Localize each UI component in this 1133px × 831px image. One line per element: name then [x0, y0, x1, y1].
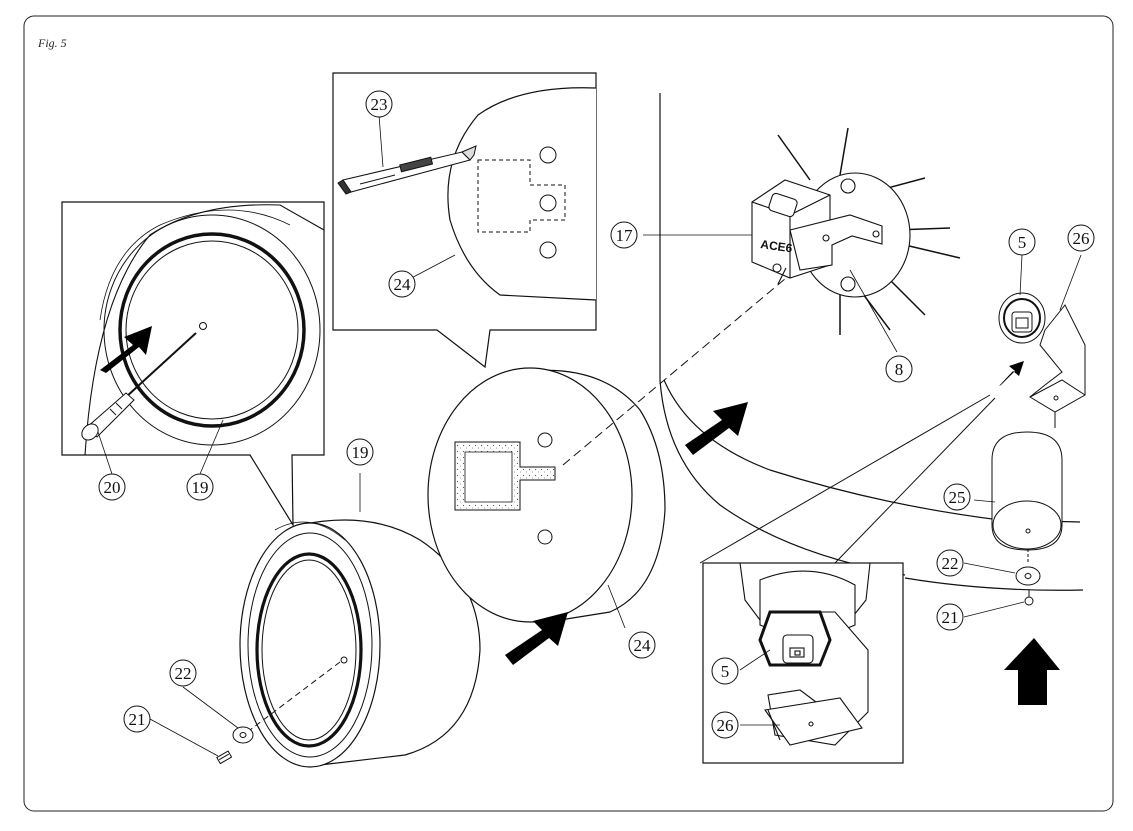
callout-22-left — [169, 659, 197, 687]
callout-label: 19 — [192, 478, 209, 497]
hole-icon — [539, 146, 557, 164]
callout-19 — [346, 438, 374, 466]
callout-label: 24 — [394, 275, 412, 294]
callout-label: 24 — [634, 636, 652, 655]
callout-label: 8 — [895, 360, 904, 379]
cap-rim — [118, 232, 306, 428]
hole-icon — [539, 194, 557, 212]
callout-label: 19 — [352, 443, 369, 462]
callout-20 — [98, 473, 126, 501]
callout-24-top — [388, 270, 416, 298]
sensor-top — [998, 254, 1046, 344]
insulation-disc-24 — [427, 367, 666, 629]
callout-26-inset — [711, 711, 739, 739]
callout-5-top — [1008, 228, 1036, 256]
callout-25 — [943, 483, 971, 511]
callout-21-left — [123, 705, 151, 733]
up-arrow-icon — [1004, 638, 1060, 705]
anode-25 — [973, 412, 1063, 562]
bracket-26-top — [1029, 254, 1086, 413]
inset-screwdriver — [61, 201, 325, 528]
callout-label: 20 — [104, 478, 121, 497]
callout-label: 5 — [1018, 233, 1027, 252]
arrow-icon — [685, 402, 748, 455]
screwdriver-icon — [81, 332, 197, 441]
callout-label: 22 — [942, 554, 959, 573]
callout-label: 23 — [371, 95, 388, 114]
callout-label: 26 — [1073, 229, 1090, 248]
thermostat-17 — [751, 127, 961, 335]
callout-23 — [365, 90, 393, 118]
arrow-icon — [999, 361, 1024, 386]
callout-label: 5 — [721, 662, 730, 681]
callout-17 — [610, 221, 638, 249]
callout-label: 22 — [175, 664, 192, 683]
callout-label: 17 — [616, 226, 634, 245]
brand-label: ACE6 — [760, 237, 794, 255]
cap-19 — [239, 473, 481, 768]
washer-screw-left — [149, 686, 254, 765]
callout-26-top — [1067, 224, 1095, 252]
callout-5-inset — [711, 657, 739, 685]
figure-label: Fig. 5 — [38, 36, 67, 50]
inset-cutter — [332, 72, 597, 369]
screw-hole — [199, 322, 207, 330]
callout-19-inset — [186, 473, 214, 501]
hole-icon — [539, 241, 557, 259]
callout-label: 21 — [129, 710, 146, 729]
arrow-icon — [505, 612, 568, 665]
callout-label: 25 — [949, 488, 966, 507]
washer-screw-right — [963, 562, 1041, 618]
cutter-knife-icon — [337, 145, 477, 195]
callout-label: 21 — [942, 608, 959, 627]
callout-22-right — [936, 549, 964, 577]
tank-body — [659, 93, 1084, 591]
callout-21-right — [936, 603, 964, 631]
callout-label: 26 — [717, 716, 734, 735]
callout-24 — [628, 631, 656, 659]
push-arrow-icon — [100, 326, 152, 373]
callout-8 — [885, 355, 913, 383]
